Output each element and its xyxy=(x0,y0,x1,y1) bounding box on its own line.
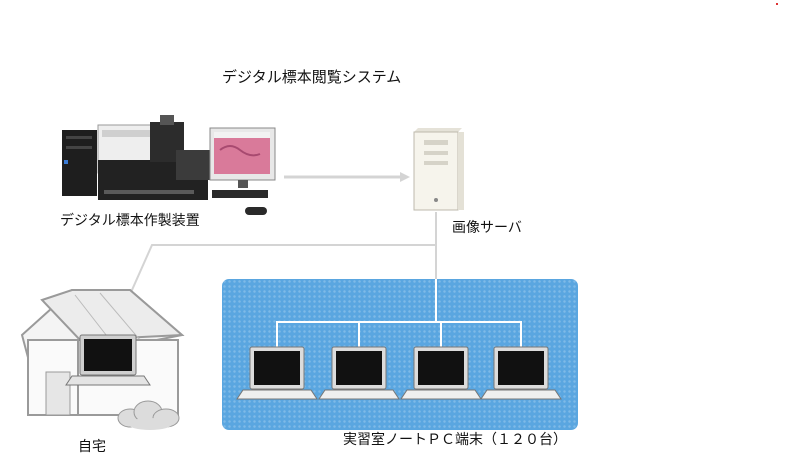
cloud-icon xyxy=(117,400,180,430)
laptop-icon xyxy=(400,346,482,400)
server-label: 画像サーバ xyxy=(452,220,522,236)
diagram-title: デジタル標本閲覧システム xyxy=(222,68,402,86)
lab-lan-bus xyxy=(276,321,522,347)
home-label: 自宅 xyxy=(78,439,106,455)
scanner-to-server-arrow xyxy=(284,172,410,182)
laptop-icon xyxy=(65,334,151,386)
server-to-home-line xyxy=(111,212,437,336)
laptop-icon xyxy=(480,346,562,400)
house-icon xyxy=(20,289,185,416)
lab-label: 実習室ノートＰＣ端末（１２０台） xyxy=(343,432,567,448)
corner-mark xyxy=(776,3,778,5)
laptop-icon xyxy=(318,346,400,400)
server-icon xyxy=(413,128,464,211)
lab-laptops xyxy=(236,346,562,400)
scanner-label: デジタル標本作製装置 xyxy=(60,213,200,229)
scanner-icon xyxy=(62,115,211,200)
monitor-icon xyxy=(209,127,276,215)
laptop-icon xyxy=(236,346,318,400)
